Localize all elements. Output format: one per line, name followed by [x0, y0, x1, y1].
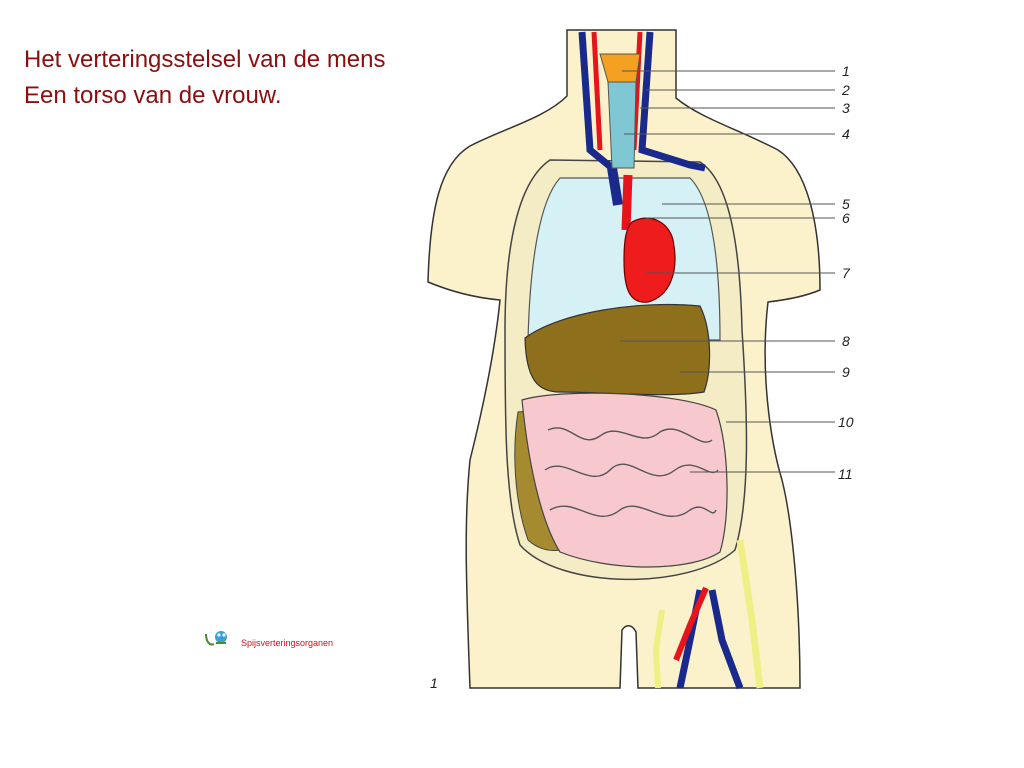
frog-logo-icon[interactable]	[204, 628, 230, 648]
liver	[524, 303, 711, 396]
title-line-2: Een torso van de vrouw.	[24, 82, 282, 109]
label-4: 4	[842, 126, 850, 142]
artery-left	[591, 31, 603, 151]
nerve-right	[736, 539, 764, 689]
small-intestine	[521, 392, 728, 568]
nerve-left	[652, 609, 665, 689]
label-6: 6	[842, 210, 850, 226]
label-2: 2	[841, 82, 850, 98]
label-10: 10	[838, 414, 854, 430]
superior-vena-cava	[607, 167, 623, 206]
label-3: 3	[842, 100, 850, 116]
vein-left	[578, 31, 615, 171]
figure-number: 1	[430, 675, 438, 691]
label-5: 5	[842, 196, 850, 212]
femoral-artery	[673, 586, 709, 662]
leader-lines	[620, 70, 835, 473]
slide-title: Het verteringsstelsel van de mens Een to…	[24, 42, 386, 114]
label-8: 8	[842, 333, 850, 349]
heart	[623, 217, 676, 303]
aorta	[621, 174, 633, 231]
label-1: 1	[842, 63, 850, 79]
title-line-1: Het verteringsstelsel van de mens	[24, 46, 386, 73]
label-9: 9	[842, 364, 850, 380]
label-7: 7	[842, 265, 851, 281]
label-11: 11	[838, 466, 853, 482]
intestine-coils	[544, 427, 719, 517]
vein-right	[638, 31, 706, 172]
spijsverteringsorganen-link[interactable]: Spijsverteringsorganen	[241, 638, 334, 648]
trachea	[607, 81, 637, 169]
